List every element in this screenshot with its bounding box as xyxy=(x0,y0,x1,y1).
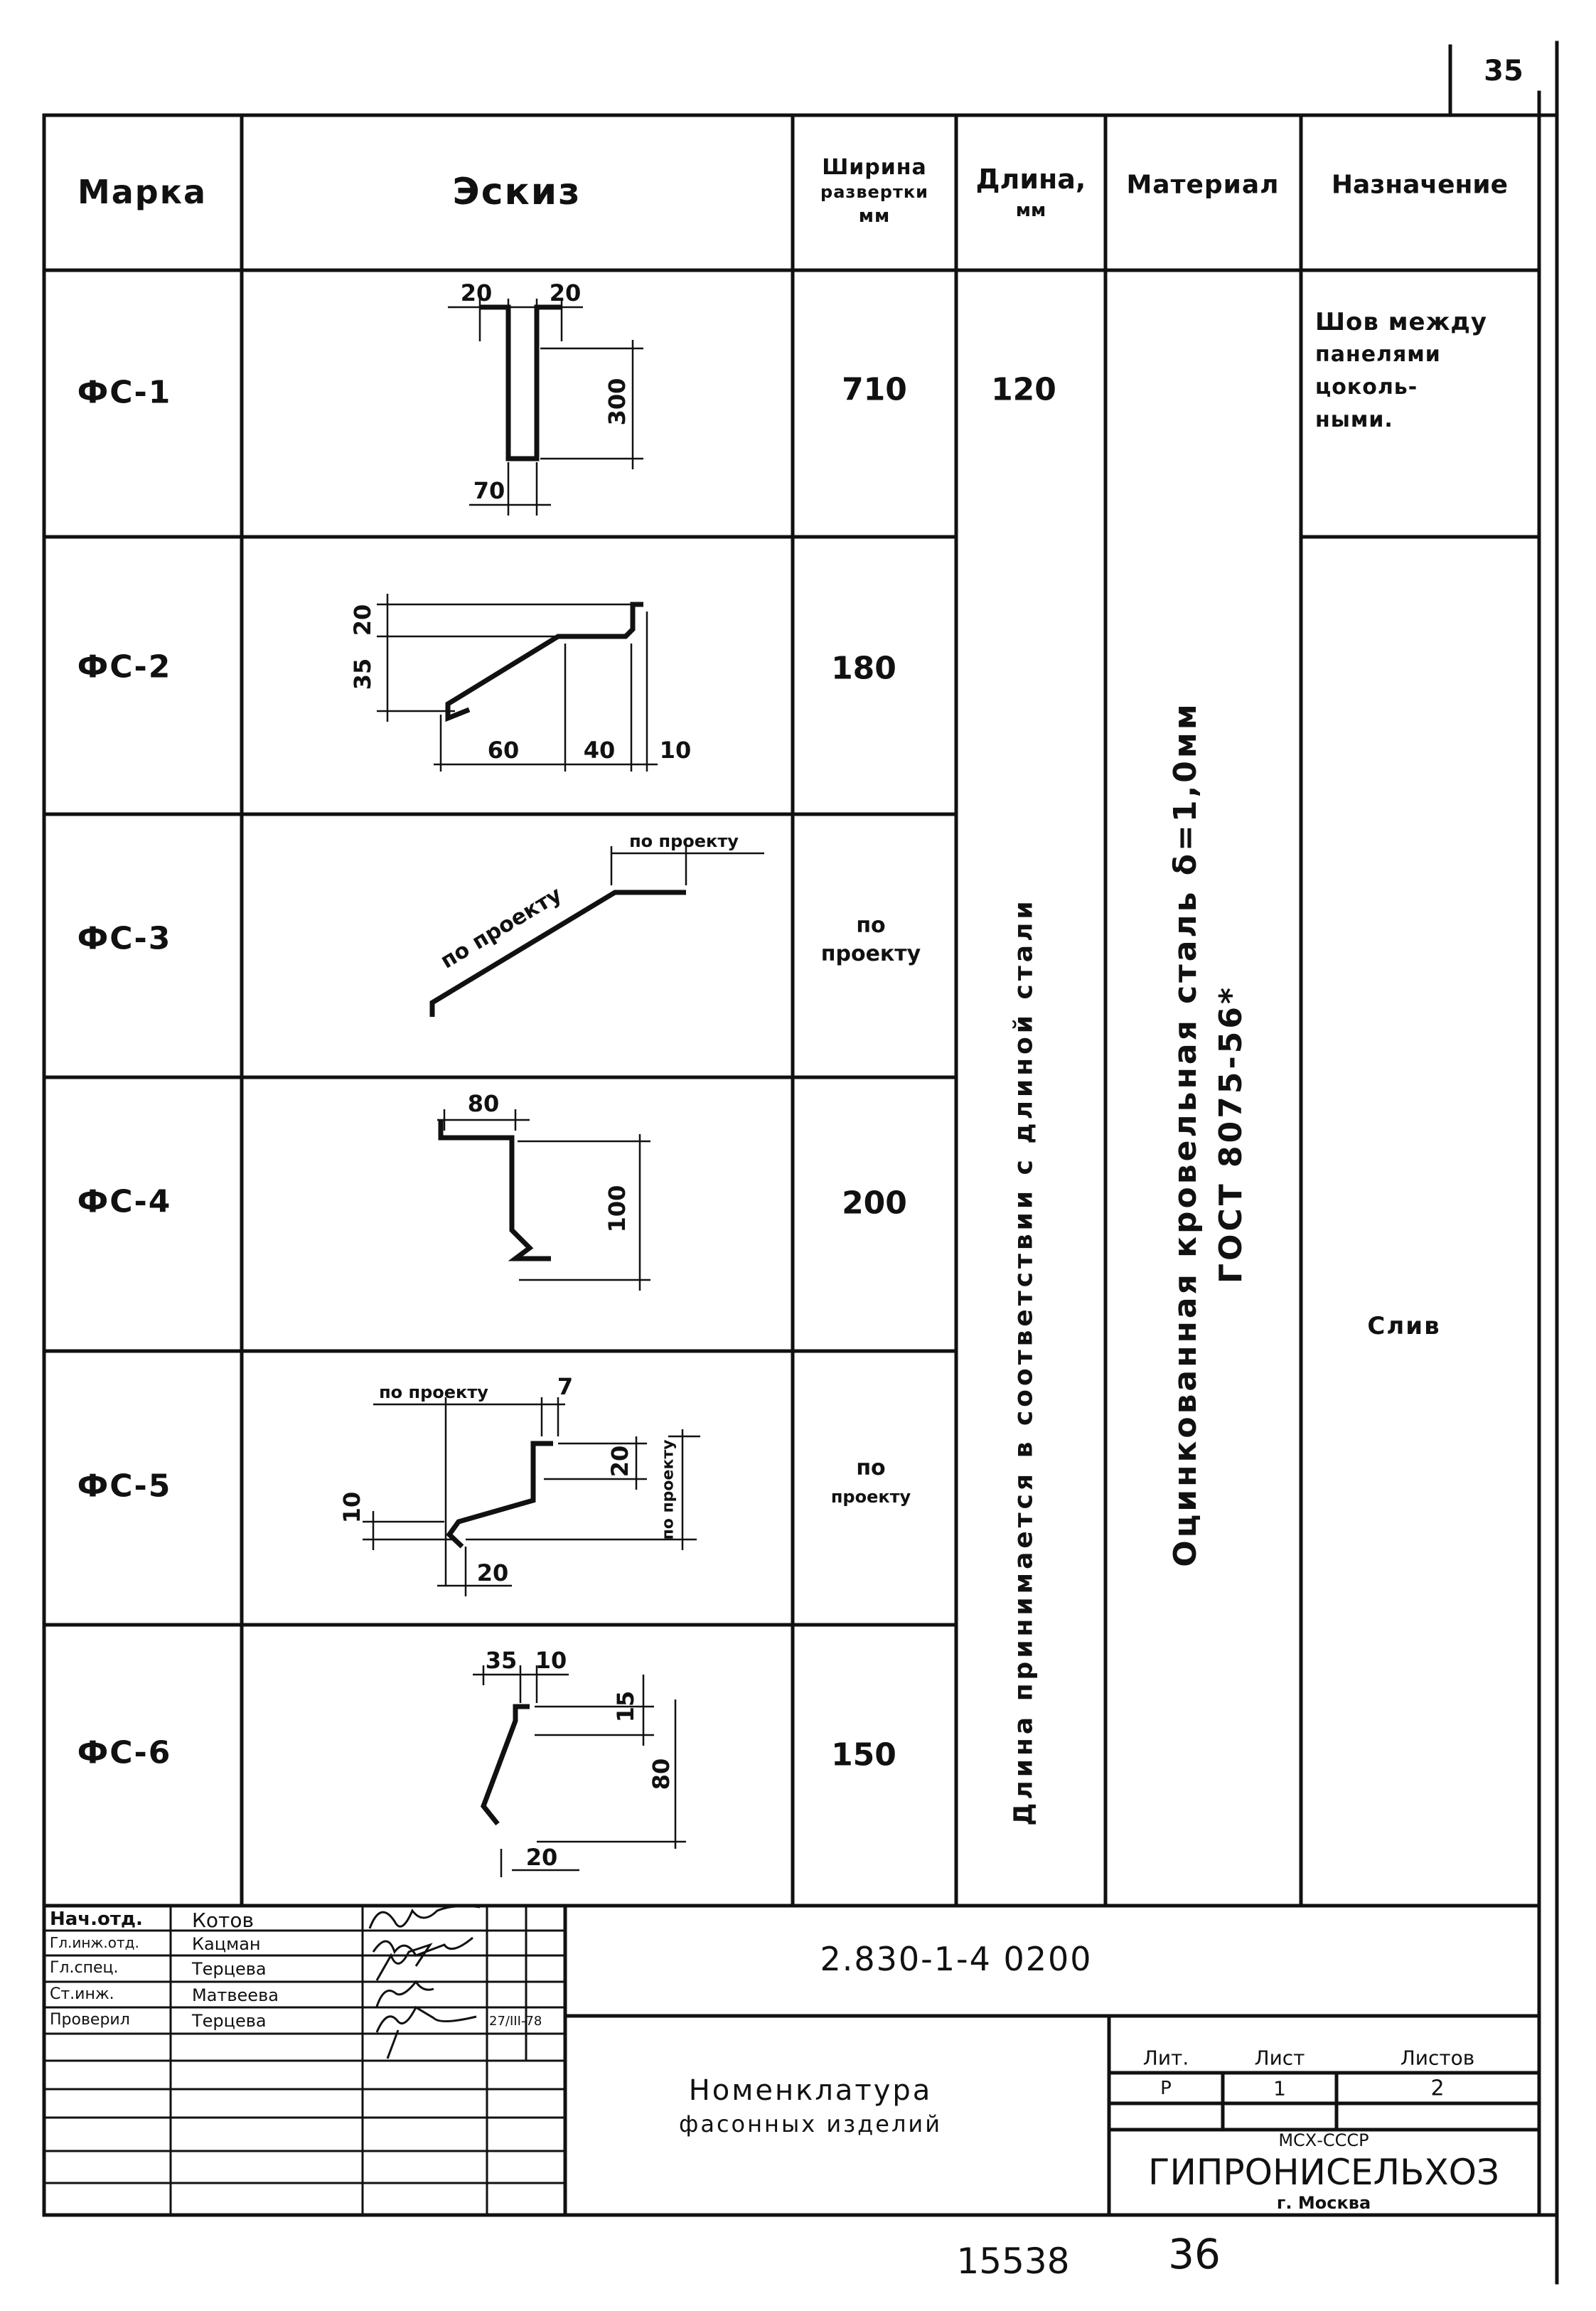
width-fs5: по проекту xyxy=(831,1454,911,1511)
tb-title-line1: Номенклатура xyxy=(688,2074,933,2107)
header-sketch: Эскиз xyxy=(452,171,582,213)
tb-org-city: г. Москва xyxy=(1276,2193,1371,2213)
dim-fs1-top-left: 20 xyxy=(460,279,493,306)
purpose-fs1: Шов между панелями цоколь- ными. xyxy=(1315,306,1487,437)
tb-org-name: ГИПРОНИСЕЛЬХОЗ xyxy=(1147,2152,1500,2193)
header-length-line2: мм xyxy=(1015,200,1046,221)
mark-fs4: ФС-4 xyxy=(77,1183,172,1220)
purpose-fs1-line3: цоколь- xyxy=(1315,375,1418,400)
dim-fs4-height: 100 xyxy=(604,1185,631,1233)
dim-fs1-bottom: 70 xyxy=(473,477,505,504)
tb-name-1: Котов xyxy=(192,1909,254,1932)
tb-lit: Р xyxy=(1160,2078,1172,2099)
width-fs6: 150 xyxy=(831,1736,896,1773)
dim-fs3-top: по проекту xyxy=(629,831,739,851)
dim-fs6-top-right: 10 xyxy=(535,1647,567,1674)
purpose-fs1-line4: ными. xyxy=(1315,407,1393,432)
mark-fs1: ФС-1 xyxy=(77,374,172,411)
header-width: Ширина развертки мм xyxy=(820,156,928,228)
material-merged: Оцинкованная кровельная сталь δ=1,0мм ГО… xyxy=(1163,701,1254,1567)
tb-name-2: Кацман xyxy=(192,1934,261,1954)
page-number-bottom: 36 xyxy=(1168,2230,1221,2278)
dim-fs6-right-tall: 80 xyxy=(648,1758,675,1790)
tb-doc-code: 2.830-1-4 0200 xyxy=(820,1940,1093,1978)
tb-sheets-label: Листов xyxy=(1400,2046,1475,2070)
header-width-line1: Ширина xyxy=(822,155,927,180)
purpose-fs1-line1: Шов между xyxy=(1315,308,1488,336)
length-fs1: 120 xyxy=(991,371,1056,408)
mark-fs6: ФС-6 xyxy=(77,1734,172,1771)
dim-fs5-right-tall: по проекту xyxy=(659,1439,678,1540)
header-length: Длина, мм xyxy=(976,161,1086,223)
tb-role-5: Проверил xyxy=(50,2011,130,2029)
dim-fs6-right-small: 15 xyxy=(612,1690,639,1723)
mark-fs3: ФС-3 xyxy=(77,920,172,957)
signatures xyxy=(368,1904,481,2059)
dim-fs2-b1: 60 xyxy=(487,737,520,764)
tb-title: Номенклатура фасонных изделий xyxy=(679,2071,942,2138)
material-line1: Оцинкованная кровельная сталь δ=1,0мм xyxy=(1167,701,1204,1567)
tb-name-4: Матвеева xyxy=(192,1985,279,2005)
sketch-fs3 xyxy=(429,846,764,1017)
header-length-line1: Длина, xyxy=(975,164,1086,195)
page-number-top: 35 xyxy=(1484,55,1523,87)
dim-fs5-left: 10 xyxy=(338,1491,365,1524)
tb-role-3: Гл.спец. xyxy=(50,1959,119,1977)
tb-role-2: Гл.инж.отд. xyxy=(50,1934,139,1951)
tb-role-4: Ст.инж. xyxy=(50,1985,114,2003)
header-purpose: Назначение xyxy=(1331,170,1509,200)
width-fs3: по проекту xyxy=(821,912,921,968)
mark-fs5: ФС-5 xyxy=(77,1468,172,1505)
header-material: Материал xyxy=(1126,170,1280,200)
material-line2: ГОСТ 8075-56* xyxy=(1213,984,1249,1284)
dim-fs1-height: 300 xyxy=(604,378,631,426)
header-width-line2: развертки xyxy=(820,182,928,202)
tb-role-1: Нач.отд. xyxy=(50,1909,143,1930)
purpose-fs1-line2: панелями xyxy=(1315,342,1441,367)
mark-fs2: ФС-2 xyxy=(77,649,172,685)
header-mark: Марка xyxy=(77,173,208,211)
width-fs3-line2: проекту xyxy=(820,941,921,966)
width-fs1: 710 xyxy=(842,371,907,408)
tb-sheet-label: Лист xyxy=(1254,2046,1305,2070)
width-fs4: 200 xyxy=(842,1185,907,1222)
sketch-fs1 xyxy=(448,299,643,516)
tb-lit-label: Лит. xyxy=(1142,2046,1189,2070)
dim-fs2-h-top: 20 xyxy=(349,604,376,636)
dim-fs5-bottom: 20 xyxy=(476,1559,509,1586)
tb-org-ministry: МСХ-СССР xyxy=(1278,2130,1369,2150)
dim-fs5-top: по проекту xyxy=(379,1382,488,1402)
dim-fs2-b2: 40 xyxy=(583,737,616,764)
tb-sheet: 1 xyxy=(1273,2076,1286,2101)
dim-fs4-top: 80 xyxy=(467,1090,500,1117)
dim-fs6-bottom: 20 xyxy=(525,1844,558,1871)
dim-fs5-top-right: 7 xyxy=(557,1373,574,1400)
width-fs5-line2: проекту xyxy=(830,1487,911,1507)
tb-name-5: Терцева xyxy=(192,2011,267,2031)
tb-date: 27/III-78 xyxy=(489,2014,542,2029)
archive-number: 15538 xyxy=(956,2241,1070,2282)
dim-fs2-b3: 10 xyxy=(659,737,692,764)
purpose-fs2-6: Слив xyxy=(1367,1312,1441,1340)
header-width-line3: мм xyxy=(858,206,891,227)
tb-title-line2: фасонных изделий xyxy=(678,2110,943,2137)
dim-fs5-right-small: 20 xyxy=(606,1445,633,1478)
width-fs5-line1: по xyxy=(856,1456,886,1480)
width-fs2: 180 xyxy=(831,650,896,687)
dim-fs6-top-left: 35 xyxy=(485,1647,518,1674)
sketch-fs5 xyxy=(363,1397,700,1596)
sketch-fs2 xyxy=(377,594,658,772)
dim-fs1-top-right: 20 xyxy=(549,279,582,306)
tb-name-3: Терцева xyxy=(192,1959,267,1979)
tb-sheets: 2 xyxy=(1430,2076,1445,2101)
dim-fs2-h-side: 35 xyxy=(349,658,376,690)
sketch-fs6 xyxy=(473,1665,686,1877)
length-merged-note: Длина принимается в соответствии с длино… xyxy=(1009,897,1039,1826)
sketch-fs4 xyxy=(437,1109,650,1291)
width-fs3-line1: по xyxy=(856,913,886,938)
